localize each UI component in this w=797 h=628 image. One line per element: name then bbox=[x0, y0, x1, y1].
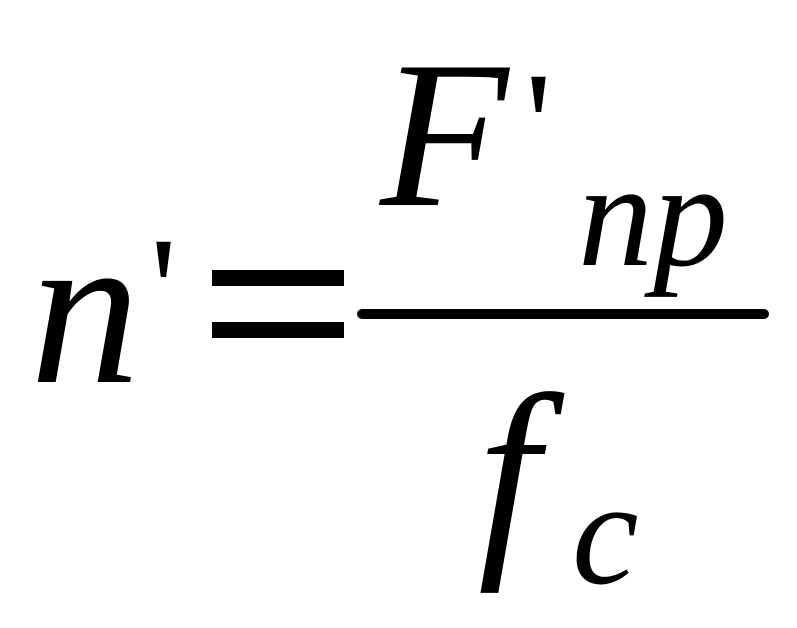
equals-bottom-bar bbox=[212, 322, 344, 338]
fraction-bar bbox=[357, 309, 769, 319]
lhs-variable: n bbox=[30, 186, 140, 430]
lhs-prime: ' bbox=[150, 207, 178, 373]
equals-sign bbox=[212, 270, 344, 338]
numerator-subscript: np bbox=[578, 132, 728, 298]
denominator-subscript: c bbox=[572, 450, 639, 616]
numerator-variable: F bbox=[380, 19, 509, 251]
denominator-variable: f bbox=[478, 350, 540, 594]
equals-top-bar bbox=[212, 270, 344, 286]
numerator-prime: ' bbox=[525, 42, 553, 208]
